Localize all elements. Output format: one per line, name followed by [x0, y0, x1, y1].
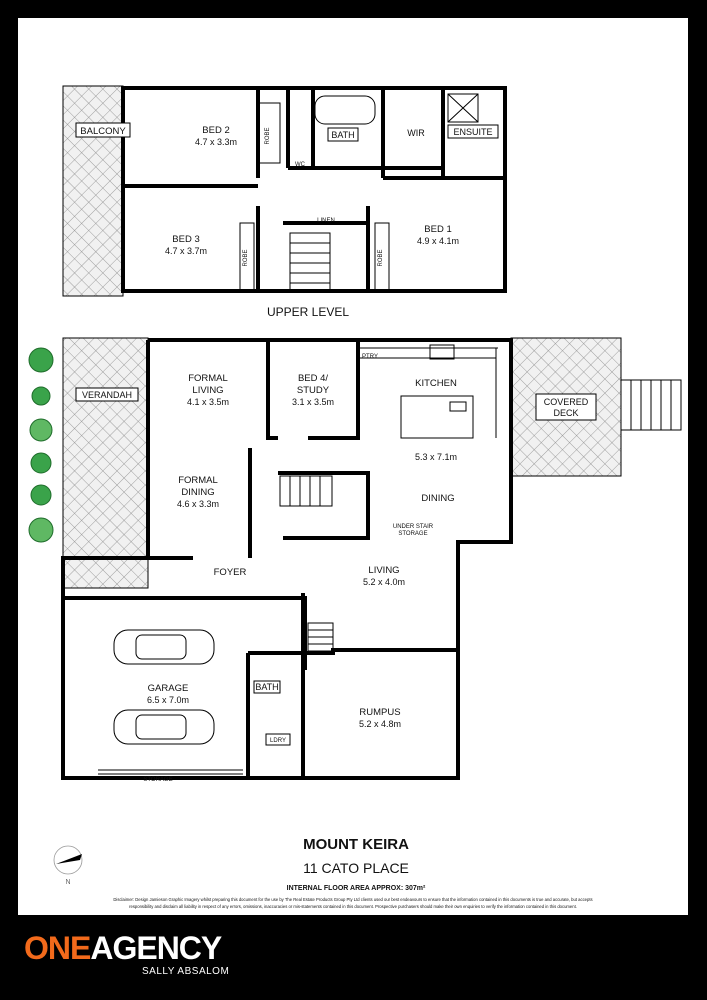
cooktop — [429, 344, 455, 360]
balcony-area — [63, 86, 123, 296]
north-label: N — [65, 879, 70, 886]
upper-level: BALCONY BED 2 4.7 x 3.3m BED 3 4.7 x 3.7… — [62, 85, 507, 319]
robe-label-bed3: ROBE — [243, 249, 249, 266]
formal-dining-label1: FORMAL — [178, 475, 218, 486]
formal-dining-size: 4.6 x 3.3m — [177, 499, 219, 509]
bed2-size: 4.7 x 3.3m — [195, 137, 237, 147]
verandah-area — [63, 338, 148, 588]
pantry-label: PTRY — [362, 354, 378, 360]
bed3-size: 4.7 x 3.7m — [165, 246, 207, 256]
kitchen-island — [400, 395, 474, 439]
floor-area: INTERNAL FLOOR AREA APPROX: 307m² — [287, 885, 426, 892]
floorplan-drawing: BALCONY BED 2 4.7 x 3.3m BED 3 4.7 x 3.7… — [28, 85, 682, 909]
lower-bath-label: BATH — [255, 682, 278, 692]
formal-living-label1: FORMAL — [188, 373, 228, 384]
upper-level-title: UPPER LEVEL — [267, 305, 349, 319]
kitchen-label: KITCHEN — [415, 378, 457, 389]
under-stair-label1: UNDER STAIR — [393, 524, 434, 530]
formal-dining-label2: DINING — [181, 487, 214, 498]
floorplan-sheet: BALCONY BED 2 4.7 x 3.3m BED 3 4.7 x 3.7… — [18, 18, 688, 915]
living-label: LIVING — [368, 565, 399, 576]
robe-label-bed1: ROBE — [378, 249, 384, 266]
rumpus-label: RUMPUS — [359, 707, 400, 718]
bed3-label: BED 3 — [172, 234, 199, 245]
upper-bath-label: BATH — [331, 130, 354, 140]
garage-size: 6.5 x 7.0m — [147, 695, 189, 705]
disclaimer-line2: responsibility and disclaim all liabilit… — [129, 904, 577, 909]
brand-logo: ONEAGENCY — [24, 930, 222, 967]
shower — [447, 93, 479, 123]
storage-label: STORAGE — [143, 777, 172, 783]
dining-label: DINING — [421, 493, 454, 504]
verandah-label: VERANDAH — [82, 390, 132, 400]
lower-level: VERANDAH FORMAL LIVING 4.1 x 3.5m BED 4/… — [28, 337, 682, 783]
tree-icons — [28, 347, 54, 543]
north-arrow-icon: N — [53, 845, 83, 886]
living-size: 5.2 x 4.0m — [363, 577, 405, 587]
upper-stairs — [289, 232, 331, 292]
balcony-label: BALCONY — [80, 126, 126, 137]
bed2-label: BED 2 — [202, 125, 229, 136]
bath-tub — [314, 95, 376, 125]
laundry-label: LDRY — [270, 738, 286, 744]
lower-stairs — [279, 475, 333, 507]
brand-name-part2: AGENCY — [90, 930, 222, 966]
title-block: MOUNT KEIRA 11 CATO PLACE INTERNAL FLOOR… — [113, 836, 592, 909]
robe-label-bed2: ROBE — [265, 127, 271, 144]
wir-label: WIR — [407, 128, 425, 138]
linen-label: LINEN — [317, 218, 335, 224]
formal-living-size: 4.1 x 3.5m — [187, 397, 229, 407]
disclaimer-line1: Disclaimer: Design Jamieson Graphic Imag… — [113, 897, 592, 902]
brand-name-part1: ONE — [24, 930, 91, 966]
covered-deck-label2: DECK — [553, 408, 578, 418]
covered-deck-label1: COVERED — [544, 397, 589, 407]
formal-living-label2: LIVING — [192, 385, 223, 396]
bed4-size: 3.1 x 3.5m — [292, 397, 334, 407]
suburb-title: MOUNT KEIRA — [303, 836, 409, 853]
agent-name: SALLY ABSALOM — [142, 966, 230, 977]
garage-label: GARAGE — [148, 683, 189, 694]
rumpus-size: 5.2 x 4.8m — [359, 719, 401, 729]
bed1-label: BED 1 — [424, 224, 451, 235]
upper-outline — [121, 86, 507, 293]
bed4-label1: BED 4/ — [298, 373, 328, 384]
ensuite-label: ENSUITE — [453, 127, 492, 137]
address-title: 11 CATO PLACE — [303, 860, 409, 876]
foyer-label: FOYER — [214, 567, 247, 578]
bed1-size: 4.9 x 4.1m — [417, 236, 459, 246]
car-icons — [113, 629, 215, 745]
under-stair-label2: STORAGE — [398, 531, 427, 537]
kitchen-size: 5.3 x 7.1m — [415, 452, 457, 462]
wc-label: WC — [295, 162, 306, 168]
bed4-label2: STUDY — [297, 385, 330, 396]
